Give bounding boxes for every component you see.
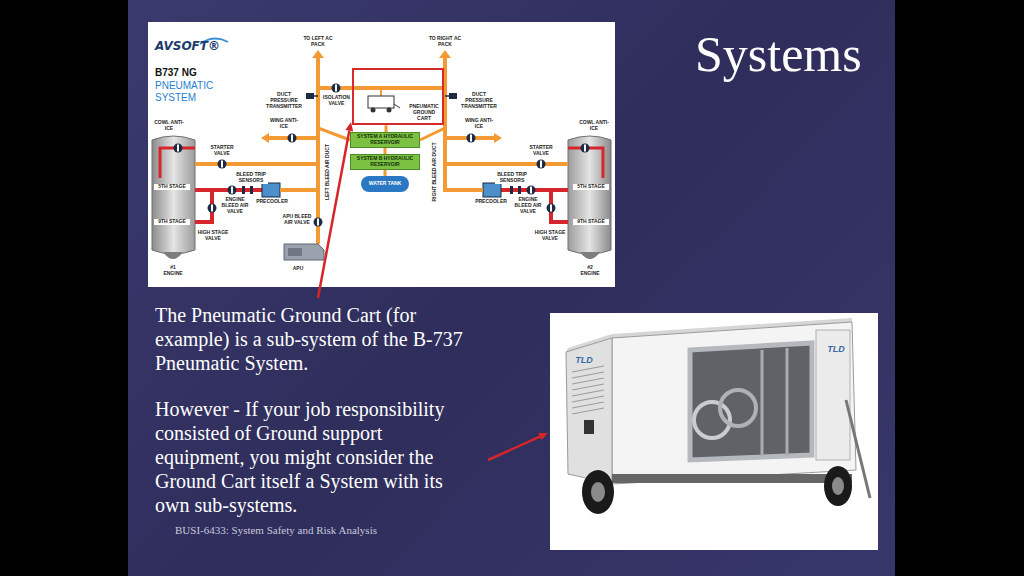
left-engine-system: [152, 50, 324, 259]
transmitter-symbol: [306, 93, 314, 99]
apu-duct: [316, 190, 320, 244]
reservoir-box: SYSTEM A HYDRAULIC RESERVOIR: [350, 132, 420, 148]
starter-duct: [195, 162, 318, 166]
valve-symbol: [332, 84, 341, 93]
reservoir-duct: [318, 128, 350, 140]
transmitter-link: [314, 95, 318, 97]
diagram-label: HIGH STAGE VALVE: [196, 230, 230, 242]
node-text: SYSTEM A HYDRAULIC RESERVOIR: [354, 134, 416, 146]
apu-symbol: [284, 244, 324, 260]
pointer-arrow: [318, 122, 353, 298]
bleed-duct: [316, 56, 320, 192]
diagram-label: WING ANTI-ICE: [461, 118, 497, 130]
diagram-label: ENGINE BLEED AIR VALVE: [218, 197, 252, 214]
cart-duct: [380, 88, 382, 96]
diagram-label: HIGH STAGE VALVE: [533, 230, 567, 242]
node-text: PNEUMATIC GROUND CART: [408, 104, 440, 121]
footer-text: BUSI-6433: System Safety and Risk Analys…: [175, 524, 377, 537]
logo-text: AVSOFT®: [155, 40, 230, 53]
diagram-label: WING ANTI-ICE: [266, 118, 302, 130]
valve-symbol: [314, 218, 323, 227]
diagram-label: 5TH STAGE: [573, 184, 609, 190]
brand-logo: TLD: [572, 356, 596, 365]
diagram-label: TO RIGHT AC PACK: [427, 36, 463, 48]
diagram-panel: [148, 22, 615, 287]
valve-symbol: [218, 160, 227, 169]
diagram-label: DUCT PRESSURE TRANSMITTER: [264, 92, 304, 109]
diagram-label: ISOLATION VALVE: [322, 95, 351, 107]
diagram-label: STARTER VALVE: [525, 145, 557, 157]
duct-arrowhead: [312, 50, 324, 58]
diagram-label: COWL ANTI-ICE: [577, 120, 611, 132]
diagram-label: BLEED TRIP SENSORS: [495, 172, 529, 184]
tank-shape: WATER TANK: [361, 176, 409, 192]
diagram-label: #1 ENGINE: [161, 265, 185, 277]
engine-nacelle: [152, 136, 195, 254]
diagram-label: TO LEFT AC PACK: [300, 36, 336, 48]
diagram-subtitle: PNEUMATIC SYSTEM: [155, 80, 217, 103]
duct-arrowhead: [261, 133, 269, 143]
pointer-arrow: [488, 433, 548, 460]
diagram-label: BLEED TRIP SENSORS: [234, 172, 268, 184]
diagram-label: APU: [288, 266, 308, 272]
diagram-label: #2 ENGINE: [578, 265, 602, 277]
diagram-title: B737 NG: [155, 67, 225, 79]
slide-title: Systems: [695, 29, 862, 79]
diagram-label: APU BLEED AIR VALVE: [281, 214, 313, 226]
valve-symbol: [208, 204, 217, 213]
body-text: The Pneumatic Ground Cart (for example) …: [155, 303, 475, 375]
reservoir-duct: [420, 128, 445, 140]
engine-spinner: [163, 252, 183, 259]
valve-symbol: [228, 186, 237, 195]
diagram-label: ENGINE BLEED AIR VALVE: [511, 197, 545, 214]
diagram-label: LEFT BLEED AIR DUCT: [325, 143, 331, 201]
ground-cart-icon: [368, 96, 400, 113]
callout-box: PNEUMATIC GROUND CART: [352, 68, 444, 125]
sensor-symbol: [250, 186, 253, 194]
diagram-label: STARTER VALVE: [206, 145, 238, 157]
diagram-label: 9TH STAGE: [154, 219, 190, 225]
diagram-label: 5TH STAGE: [154, 184, 190, 190]
sensor-symbol: [242, 186, 245, 194]
brand-logo: TLD: [822, 345, 850, 354]
node-text: SYSTEM B HYDRAULIC RESERVOIR: [354, 156, 416, 168]
node-text: WATER TANK: [369, 181, 402, 187]
valve-symbol: [174, 144, 183, 153]
diagram-label: RIGHT BLEED AIR DUCT: [432, 142, 438, 203]
ground-cart-photo: [550, 313, 878, 550]
duct-connector: [385, 125, 388, 132]
diagram-label: 9TH STAGE: [573, 219, 609, 225]
precooler-symbol: [262, 183, 280, 197]
reservoir-box: SYSTEM B HYDRAULIC RESERVOIR: [350, 154, 420, 170]
body-text: However - If your job responsibility con…: [155, 397, 460, 517]
diagram-label: PRECOOLER: [256, 199, 288, 205]
diagram-label: COWL ANTI-ICE: [152, 120, 186, 132]
bleed-duct: [280, 188, 318, 192]
cowl-duct: [160, 148, 195, 178]
right-engine-system: [439, 50, 611, 259]
valve-symbol: [288, 134, 297, 143]
apu-detail: [288, 248, 302, 256]
diagram-label: PRECOOLER: [475, 199, 507, 205]
diagram-label: DUCT PRESSURE TRANSMITTER: [459, 92, 499, 109]
